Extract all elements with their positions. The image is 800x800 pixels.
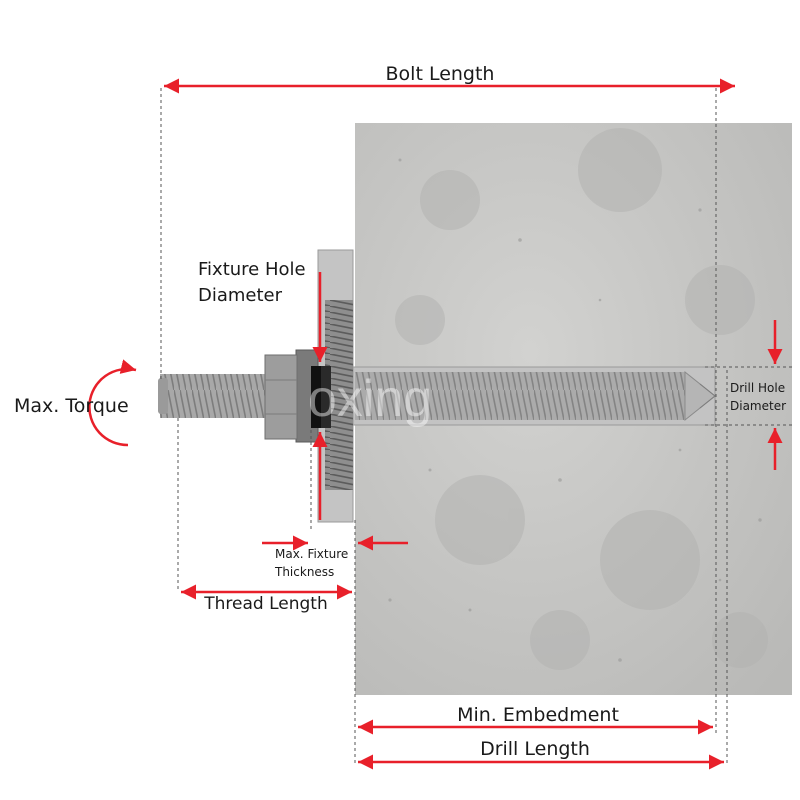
- min-embedment-label: Min. Embedment: [457, 704, 619, 726]
- anchor-rod: [158, 366, 716, 426]
- drill-hole-label-line2: Diameter: [730, 399, 786, 413]
- drill-length-label: Drill Length: [480, 738, 590, 760]
- fixture-hole-dark: [311, 366, 331, 428]
- fixture-hole-label-line2: Diameter: [198, 285, 283, 306]
- bolt-length-label: Bolt Length: [386, 63, 495, 85]
- labels: Bolt Length Fixture Hole Diameter Max. T…: [14, 63, 786, 760]
- guide-lines: [160, 88, 792, 766]
- hex-nut: [264, 354, 298, 440]
- max-fixture-label-line1: Max. Fixture: [275, 547, 348, 561]
- fixture-hole-label-line1: Fixture Hole: [198, 259, 306, 280]
- torque-arrow: [88, 359, 137, 447]
- drill-hole-label-line1: Drill Hole: [730, 381, 785, 395]
- thread-length-label: Thread Length: [203, 594, 327, 614]
- watermark-text: oxing: [308, 370, 432, 428]
- max-fixture-label-line2: Thickness: [274, 565, 334, 579]
- dimension-arrows: [88, 78, 783, 770]
- max-torque-label: Max. Torque: [14, 395, 129, 417]
